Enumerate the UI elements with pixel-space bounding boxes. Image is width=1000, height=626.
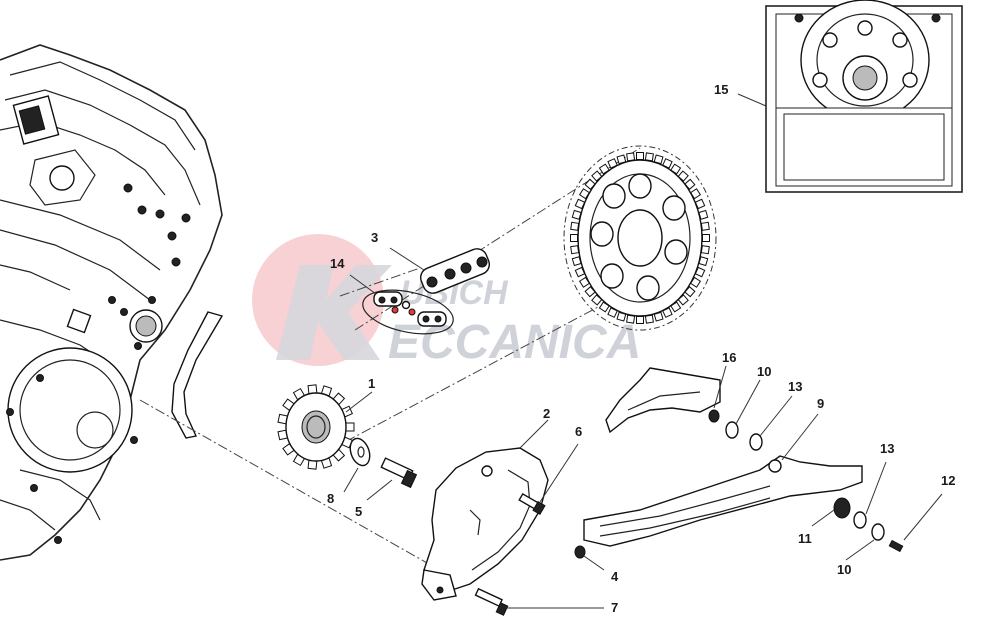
callout-15: 15 bbox=[714, 82, 728, 97]
inset-box bbox=[765, 0, 963, 193]
sprocket-cover bbox=[421, 447, 549, 601]
sprocket-tooth bbox=[626, 314, 636, 324]
slider-upper-hardware bbox=[708, 409, 763, 451]
callout-5: 5 bbox=[355, 504, 362, 519]
washer-13-upper bbox=[749, 433, 763, 451]
washer-10-lower bbox=[871, 523, 885, 541]
engine-block bbox=[0, 44, 223, 561]
cover-nut bbox=[574, 545, 586, 559]
part-callouts: 1 2 3 4 5 6 7 8 9 10 10 11 12 13 13 14 1… bbox=[327, 82, 955, 615]
bolt-16 bbox=[708, 409, 720, 423]
chain-guard-upper bbox=[605, 367, 721, 434]
callout-1: 1 bbox=[368, 376, 375, 391]
sprocket-tooth bbox=[636, 152, 644, 160]
cover-bolt bbox=[518, 492, 546, 516]
engine-bolts bbox=[6, 183, 191, 544]
chain-link-segment bbox=[419, 248, 491, 294]
sprocket-tooth bbox=[636, 316, 644, 324]
watermark-logo: UBICH ECCANICA bbox=[252, 234, 641, 369]
sprocket-tooth bbox=[644, 314, 654, 324]
sprocket-tooth bbox=[345, 422, 355, 432]
sprocket-tooth bbox=[644, 152, 654, 162]
chain-slider bbox=[583, 455, 863, 547]
spacer-11 bbox=[833, 497, 851, 519]
callout-11: 11 bbox=[798, 531, 812, 546]
chain-path-lower bbox=[329, 305, 601, 451]
washer-10-upper bbox=[725, 421, 739, 439]
callout-2: 2 bbox=[543, 406, 550, 421]
callout-7: 7 bbox=[611, 600, 618, 615]
callout-16: 16 bbox=[722, 350, 736, 365]
front-sprocket bbox=[277, 384, 355, 470]
callout-13-lower: 13 bbox=[880, 441, 894, 456]
cover-plate-bracket bbox=[171, 311, 224, 439]
slider-lower-hardware bbox=[833, 497, 904, 553]
callout-10-upper: 10 bbox=[757, 364, 771, 379]
washer-13-lower bbox=[853, 511, 867, 529]
bolt-12 bbox=[888, 539, 904, 553]
callout-3: 3 bbox=[371, 230, 378, 245]
sprocket-tooth bbox=[570, 221, 580, 231]
sprocket-tooth bbox=[307, 459, 318, 470]
callout-14: 14 bbox=[330, 256, 345, 271]
cover-long-bolt bbox=[474, 587, 509, 616]
sprocket-tooth bbox=[626, 152, 636, 162]
sprocket-tooth bbox=[700, 245, 710, 255]
master-link-kit bbox=[362, 289, 454, 335]
callout-8: 8 bbox=[327, 491, 334, 506]
callout-4: 4 bbox=[611, 569, 619, 584]
sprocket-tooth bbox=[570, 234, 578, 243]
sprocket-tooth bbox=[702, 234, 710, 242]
callout-9: 9 bbox=[817, 396, 824, 411]
callout-13-upper: 13 bbox=[788, 379, 802, 394]
callout-12: 12 bbox=[941, 473, 955, 488]
sprocket-tooth bbox=[570, 245, 580, 255]
shaft-axis-line bbox=[139, 399, 451, 577]
callout-6: 6 bbox=[575, 424, 582, 439]
sprocket-tooth bbox=[307, 384, 318, 395]
sprocket-washer bbox=[349, 437, 371, 467]
chain-link-axis bbox=[339, 267, 421, 297]
callout-10-lower: 10 bbox=[837, 562, 851, 577]
watermark-k-shape bbox=[276, 265, 392, 360]
sprocket-tooth bbox=[700, 221, 710, 231]
leader-lines bbox=[343, 93, 943, 609]
rear-sprocket bbox=[563, 145, 717, 331]
sprocket-bolt bbox=[380, 457, 418, 489]
